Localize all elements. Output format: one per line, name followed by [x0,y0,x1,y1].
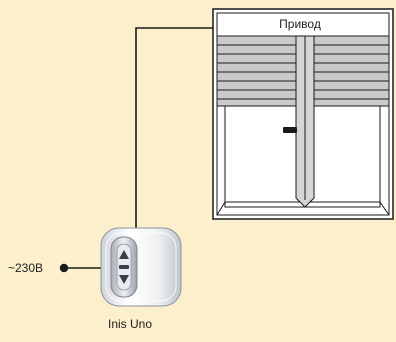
drive-label: Привод [279,17,321,31]
wall-switch-icon [100,227,182,307]
control-wire [135,27,214,232]
switch-name-label: Inis Uno [108,317,153,331]
power-supply-label: ~230В [8,261,44,275]
window-with-shutter-icon [212,8,394,220]
